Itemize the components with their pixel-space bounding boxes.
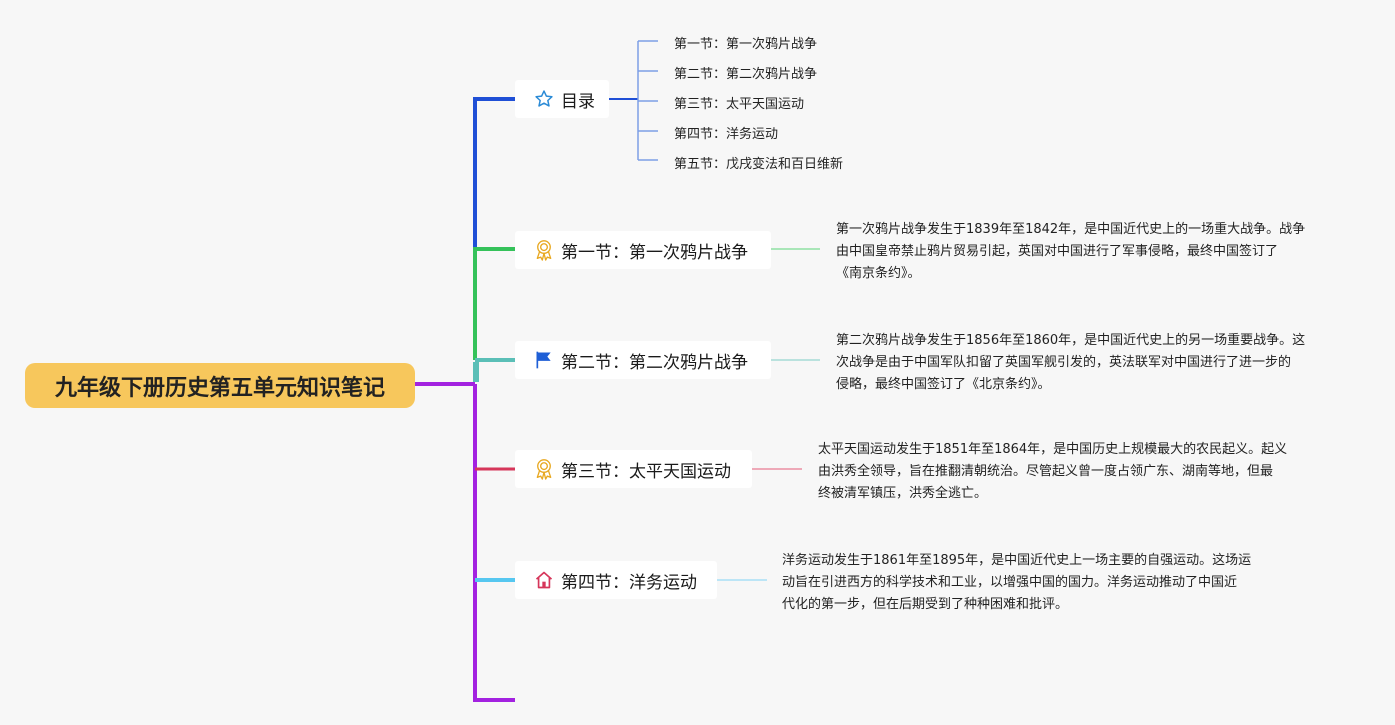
toc-item-5[interactable]: 第五节：戊戌变法和百日维新 <box>674 157 844 172</box>
trunk-lower-line <box>473 384 515 702</box>
award-ribbon-icon <box>533 458 555 480</box>
desc-line: 由中国皇帝禁止鸦片贸易引起，英国对中国进行了军事侵略，最终中国签订了 <box>836 244 1279 259</box>
star-outline-icon <box>533 88 555 110</box>
toc-item-2[interactable]: 第二节：第二次鸦片战争 <box>674 67 818 82</box>
trunk-junction <box>473 362 479 382</box>
topic-label: 第四节：洋务运动 <box>561 572 697 593</box>
topic-label: 第一节：第一次鸦片战争 <box>561 242 748 263</box>
root-topic[interactable]: 九年级下册历史第五单元知识笔记 <box>25 363 415 408</box>
desc-line: 《南京条约》。 <box>836 266 921 281</box>
desc-line: 第一次鸦片战争发生于1839年至1842年，是中国近代史上的一场重大战争。战争 <box>836 222 1306 237</box>
topic-label: 第二节：第二次鸦片战争 <box>561 352 748 373</box>
desc-line: 次战争是由于中国军队扣留了英国军舰引发的，英法联军对中国进行了进一步的 <box>836 355 1292 370</box>
topic-section-3[interactable]: 第三节：太平天国运动 <box>515 450 752 488</box>
branch-line-toc <box>473 97 515 360</box>
topic-section-4[interactable]: 第四节：洋务运动 <box>515 561 717 599</box>
house-icon <box>533 569 555 591</box>
toc-item-1[interactable]: 第一节：第一次鸦片战争 <box>674 37 818 52</box>
toc-item-4[interactable]: 第四节：洋务运动 <box>674 127 779 142</box>
root-label: 九年级下册历史第五单元知识笔记 <box>54 375 385 401</box>
flag-icon <box>533 349 555 371</box>
topic-section-1[interactable]: 第一节：第一次鸦片战争 <box>515 231 771 269</box>
topic-label: 目录 <box>561 91 595 112</box>
branch-line-section-1 <box>473 247 515 360</box>
desc-line: 终被清军镇压，洪秀全逃亡。 <box>818 486 988 501</box>
desc-line: 侵略，最终中国签订了《北京条约》。 <box>836 377 1051 392</box>
topic-section-2[interactable]: 第二节：第二次鸦片战争 <box>515 341 771 379</box>
topic-label: 第三节：太平天国运动 <box>561 461 731 482</box>
desc-line: 洋务运动发生于1861年至1895年，是中国近代史上一场主要的自强运动。这场运 <box>782 553 1252 568</box>
desc-line: 动旨在引进西方的科学技术和工业，以增强中国的国力。洋务运动推动了中国近 <box>782 575 1238 590</box>
desc-line: 代化的第一步，但在后期受到了种种困难和批评。 <box>782 597 1069 612</box>
section-1-description: 第一次鸦片战争发生于1839年至1842年，是中国近代史上的一场重大战争。战争 … <box>836 219 1336 285</box>
section-4-description: 洋务运动发生于1861年至1895年，是中国近代史上一场主要的自强运动。这场运 … <box>782 550 1282 616</box>
desc-line: 第二次鸦片战争发生于1856年至1860年，是中国近代史上的另一场重要战争。这 <box>836 333 1306 348</box>
section-2-description: 第二次鸦片战争发生于1856年至1860年，是中国近代史上的另一场重要战争。这 … <box>836 330 1336 396</box>
section-3-description: 太平天国运动发生于1851年至1864年，是中国历史上规模最大的农民起义。起义 … <box>818 439 1318 505</box>
topic-toc[interactable]: 目录 <box>515 80 609 118</box>
award-ribbon-icon <box>533 239 555 261</box>
desc-line: 太平天国运动发生于1851年至1864年，是中国历史上规模最大的农民起义。起义 <box>818 442 1288 457</box>
desc-line: 由洪秀全领导，旨在推翻清朝统治。尽管起义曾一度占领广东、湖南等地，但最 <box>818 464 1274 479</box>
toc-item-3[interactable]: 第三节：太平天国运动 <box>674 97 805 112</box>
